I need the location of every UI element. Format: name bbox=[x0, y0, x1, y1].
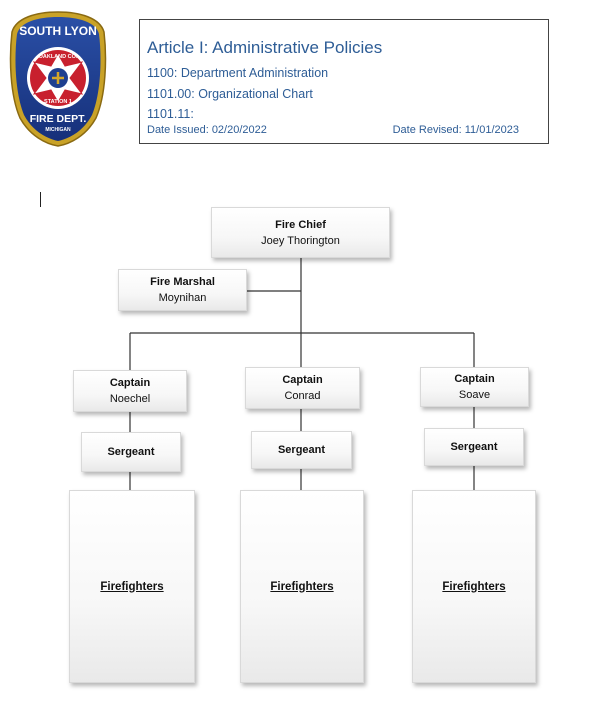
captain-box-soave: Captain Soave bbox=[420, 367, 529, 407]
captain-box-conrad: Captain Conrad bbox=[245, 367, 360, 409]
captain-role: Captain bbox=[454, 373, 495, 385]
fire-chief-box: Fire Chief Joey Thorington bbox=[211, 207, 390, 258]
logo-top-text: SOUTH LYON bbox=[19, 24, 97, 38]
date-issued: Date Issued: 02/20/2022 bbox=[147, 124, 267, 136]
fire-chief-name: Joey Thorington bbox=[261, 234, 340, 247]
logo-state-text: MICHIGAN bbox=[45, 127, 71, 133]
sergeant-box-2: Sergeant bbox=[251, 431, 352, 469]
policy-header-box: Article I: Administrative Policies 1100:… bbox=[139, 19, 549, 144]
captain-role: Captain bbox=[282, 374, 323, 386]
fire-marshal-role: Fire Marshal bbox=[150, 276, 215, 288]
captain-role: Captain bbox=[109, 377, 151, 389]
policy-number-line: 1101.11: bbox=[147, 107, 194, 121]
fire-marshal-box: Fire Marshal Moynihan bbox=[118, 269, 247, 311]
firefighters-box-1: Firefighters bbox=[69, 490, 195, 683]
subsection-line: 1101.00: Organizational Chart bbox=[147, 87, 313, 101]
captain-name: Conrad bbox=[284, 390, 321, 402]
sergeant-box-3: Sergeant bbox=[424, 428, 524, 466]
text-cursor[interactable] bbox=[40, 192, 41, 207]
fire-marshal-name: Moynihan bbox=[158, 292, 207, 304]
captain-box-noechel: Captain Noechel bbox=[73, 370, 187, 412]
sergeant-box-1: Sergeant bbox=[81, 432, 181, 472]
logo-dept-text: FIRE DEPT. bbox=[30, 113, 87, 125]
captain-name: Noechel bbox=[109, 393, 151, 405]
logo-county-text: OAKLAND CO. bbox=[39, 54, 78, 60]
firefighters-box-2: Firefighters bbox=[240, 490, 364, 683]
fire-chief-role: Fire Chief bbox=[275, 218, 326, 231]
logo-station-text: STATION 1 bbox=[44, 99, 72, 105]
sergeant-role: Sergeant bbox=[107, 446, 155, 458]
date-revised: Date Revised: 11/01/2023 bbox=[392, 124, 519, 136]
firefighters-role: Firefighters bbox=[442, 580, 506, 593]
sergeant-role: Sergeant bbox=[450, 441, 498, 453]
captain-name: Soave bbox=[458, 389, 491, 401]
firefighters-role: Firefighters bbox=[270, 580, 334, 593]
article-title: Article I: Administrative Policies bbox=[147, 38, 383, 57]
sergeant-role: Sergeant bbox=[277, 444, 326, 456]
south-lyon-fire-dept-logo: SOUTH LYON OAKLAND CO. STATION 1 FIRE DE… bbox=[9, 11, 107, 147]
section-line: 1100: Department Administration bbox=[147, 66, 329, 80]
firefighters-role: Firefighters bbox=[100, 580, 164, 593]
firefighters-box-3: Firefighters bbox=[412, 490, 536, 683]
